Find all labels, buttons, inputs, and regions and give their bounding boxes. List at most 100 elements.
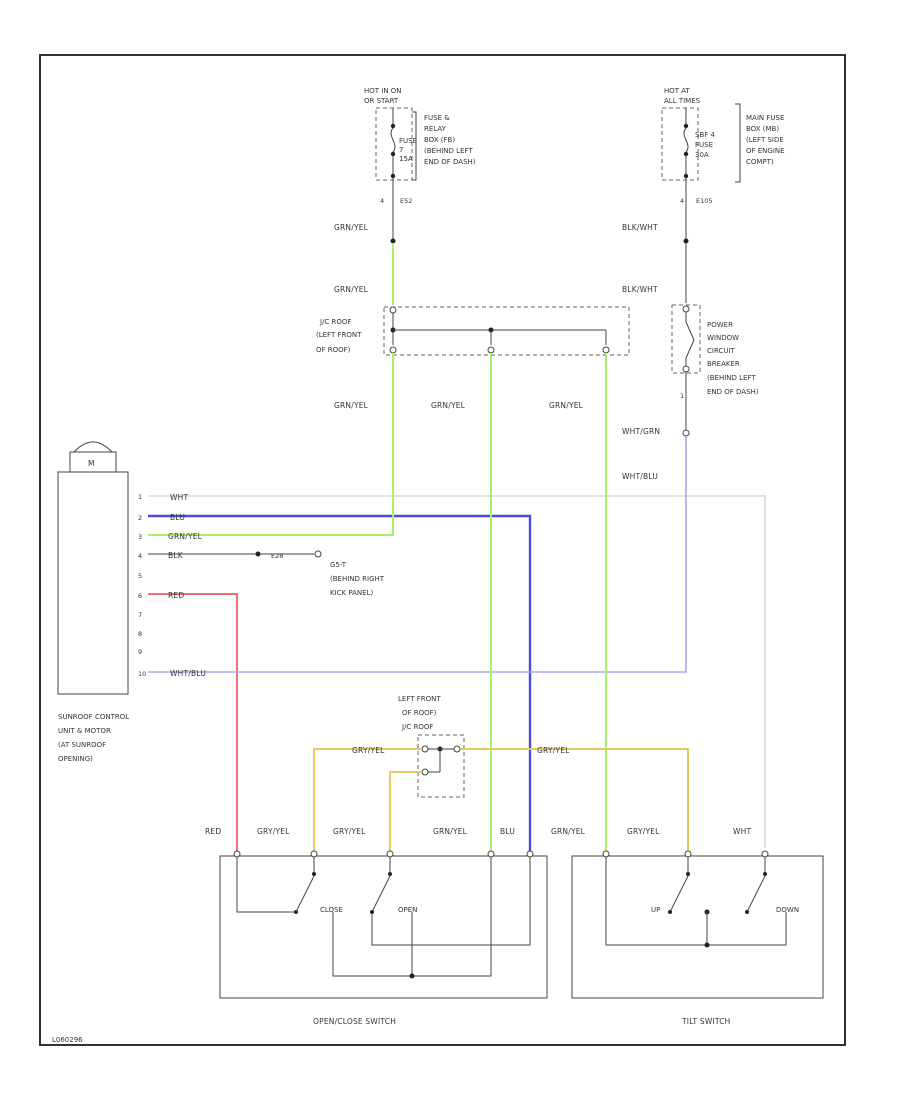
- circuit-breaker-box: [671, 304, 701, 374]
- svg-text:6: 6: [138, 592, 142, 600]
- svg-text:1: 1: [138, 493, 142, 501]
- right-fuse-label-3: 30A: [695, 151, 709, 159]
- right-fuse-label-2: FUSE: [695, 141, 713, 149]
- wire-label-gry-yel-sw1: GRY/YEL: [257, 827, 290, 836]
- tilt-switch-label: TILT SWITCH: [681, 1017, 731, 1026]
- roof-jc-lower: LEFT FRONT OF ROOF) J/C ROOF: [398, 695, 465, 798]
- wire-label-wht-blu-top: WHT/BLU: [622, 472, 658, 481]
- left-fuse-label-3: 15A: [399, 155, 413, 163]
- left-fuse-box-5: END OF DASH): [424, 158, 476, 166]
- right-fuse-box-4: OF ENGINE: [746, 147, 785, 155]
- ground-conn: E28: [271, 552, 283, 560]
- tilt-label-up: UP: [651, 906, 660, 914]
- left-hot-label-2: OR START: [364, 97, 399, 105]
- wire-label-grn-yel-4: GRN/YEL: [431, 401, 466, 410]
- svg-text:4: 4: [138, 552, 142, 560]
- wire-grn-yel-pin3: [148, 353, 394, 536]
- ground-label-2: (BEHIND RIGHT: [330, 575, 385, 583]
- right-fuse-label-1: SBF 4: [695, 131, 715, 139]
- jc-roof-box: [383, 306, 630, 356]
- right-fuse-box-outline: [661, 107, 699, 181]
- cb-label-6: END OF DASH): [707, 388, 759, 396]
- left-fuse-box-outline: [375, 107, 413, 181]
- wire-label-grn-yel-1: GRN/YEL: [334, 223, 369, 232]
- control-unit-box: [57, 471, 129, 695]
- cb-label-5: (BEHIND LEFT: [707, 374, 756, 382]
- wire-label-wht-tilt: WHT: [733, 827, 751, 836]
- left-fuse-box-1: FUSE &: [424, 114, 450, 122]
- right-fuse-symbol: [683, 127, 689, 153]
- right-fuse-box-3: (LEFT SIDE: [746, 136, 784, 144]
- control-unit-label-3: (AT SUNROOF: [58, 741, 106, 749]
- tilt-blade-down: [746, 875, 766, 913]
- roof-jc-box: [417, 734, 465, 798]
- control-unit-label-2: UNIT & MOTOR: [58, 727, 111, 735]
- wire-label-wht-pin1: WHT: [170, 493, 188, 502]
- svg-text:10: 10: [138, 670, 146, 678]
- switch-blade-open: [371, 875, 391, 913]
- jc-in-terminal: [389, 306, 397, 314]
- motor-arc: [73, 441, 113, 453]
- svg-text:7: 7: [138, 611, 142, 619]
- left-fuse-box-3: BOX (FB): [424, 136, 455, 144]
- ground-label-1: G5-T: [330, 561, 347, 569]
- right-conn-label: E105: [696, 197, 713, 205]
- roof-jc-label-3: J/C ROOF: [401, 723, 433, 731]
- svg-text:8: 8: [138, 630, 142, 638]
- open-close-switch-label: OPEN/CLOSE SWITCH: [313, 1017, 396, 1026]
- motor-box: [69, 451, 117, 473]
- wire-label-grn-yel-2: GRN/YEL: [334, 285, 369, 294]
- cb-label-1: POWER: [707, 321, 733, 329]
- tilt-label-down: DOWN: [776, 906, 799, 914]
- sunroof-control-unit: M SUNROOF CONTROL UNIT & MOTOR (AT SUNRO…: [57, 441, 129, 763]
- left-conn-label: E52: [400, 197, 412, 205]
- left-fuse-box-4: (BEHIND LEFT: [424, 147, 473, 155]
- left-power-feed: HOT IN ON OR START FUSE 7 15A FUSE & REL…: [364, 87, 476, 205]
- wire-label-grn-yel-5: GRN/YEL: [549, 401, 584, 410]
- svg-text:5: 5: [138, 572, 142, 580]
- wire-label-blk-wht-2: BLK/WHT: [622, 285, 658, 294]
- wire-label-gry-yel-tilt: GRY/YEL: [627, 827, 660, 836]
- wire-label-blu-pin2: BLU: [170, 513, 185, 522]
- right-fuse-box-2: BOX (MB): [746, 125, 779, 133]
- svg-text:1: 1: [680, 392, 684, 400]
- wire-label-blk-wht-1: BLK/WHT: [622, 223, 658, 232]
- wire-label-red-pin6: RED: [168, 591, 184, 600]
- right-fuse-box-1: MAIN FUSE: [746, 114, 784, 122]
- roof-jc-label-2: OF ROOF): [402, 709, 437, 717]
- motor-label: M: [88, 459, 95, 468]
- left-hot-label-1: HOT IN ON: [364, 87, 402, 95]
- control-unit-label-1: SUNROOF CONTROL: [58, 713, 129, 721]
- wire-label-grn-yel-3: GRN/YEL: [334, 401, 369, 410]
- wire-label-gry-yel-b: GRY/YEL: [537, 746, 570, 755]
- wire-wht-blu: [148, 436, 687, 673]
- wire-blu: [148, 514, 532, 852]
- jc-roof-label-2: (LEFT FRONT: [316, 331, 362, 339]
- right-conn-pin: 4: [680, 197, 684, 205]
- control-unit-pins: 1 2 3 4 5 6 7 8 9 10: [138, 493, 146, 678]
- control-unit-label-4: OPENING): [58, 755, 93, 763]
- wire-red: [148, 593, 238, 852]
- left-fuse-label-1: FUSE: [399, 137, 417, 145]
- wire-label-wht-grn: WHT/GRN: [622, 427, 660, 436]
- open-close-switch: CLOSE OPEN OPEN/CLOSE SWITCH: [219, 850, 548, 1026]
- left-conn-pin: 4: [380, 197, 384, 205]
- cb-label-2: WINDOW: [707, 334, 739, 342]
- cb-label-4: BREAKER: [707, 360, 740, 368]
- left-fuse-box-2: RELAY: [424, 125, 447, 133]
- wire-gry-yel-left: [313, 748, 422, 852]
- open-close-switch-box: [219, 855, 548, 999]
- wire-wht: [148, 495, 766, 848]
- right-power-feed: HOT AT ALL TIMES SBF 4 FUSE 30A MAIN FUS…: [661, 87, 785, 205]
- tilt-switch-box: [571, 855, 824, 999]
- roof-jc-label-1: LEFT FRONT: [398, 695, 441, 703]
- left-fuse-symbol: [390, 127, 396, 153]
- wire-label-grn-yel-tilt: GRN/YEL: [551, 827, 586, 836]
- wire-label-blu-sw: BLU: [500, 827, 515, 836]
- cb-label-3: CIRCUIT: [707, 347, 736, 355]
- tilt-switch: UP DOWN TILT SWITCH: [571, 850, 824, 1026]
- tilt-blade-up: [669, 875, 689, 913]
- switch-label-close: CLOSE: [320, 906, 343, 914]
- svg-text:2: 2: [138, 514, 142, 522]
